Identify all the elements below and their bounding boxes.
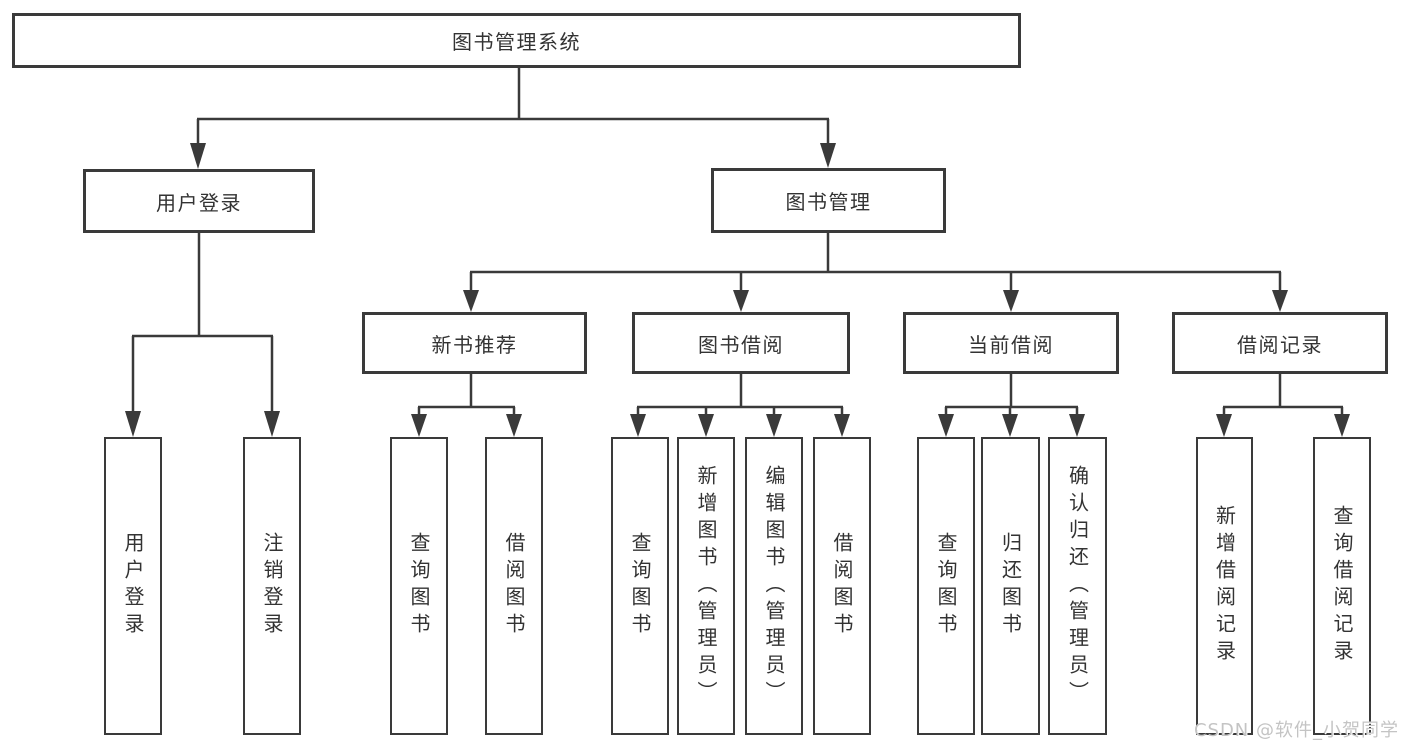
leaf-label: 归还图书 bbox=[998, 532, 1023, 640]
node-new-book-recommendation: 新书推荐 bbox=[362, 312, 587, 374]
leaf-borrowing-edit-books-admin: 编辑图书（管理员） bbox=[745, 437, 803, 735]
leaf-records-query-record: 查询借阅记录 bbox=[1313, 437, 1371, 735]
node-book-borrowing: 图书借阅 bbox=[632, 312, 850, 374]
leaf-user-login: 用户登录 bbox=[104, 437, 162, 735]
leaf-current-confirm-return-admin: 确认归还（管理员） bbox=[1048, 437, 1107, 735]
leaf-borrowing-add-books-admin: 新增图书（管理员） bbox=[677, 437, 735, 735]
leaf-current-return-books: 归还图书 bbox=[981, 437, 1040, 735]
node-book-management: 图书管理 bbox=[711, 168, 946, 233]
node-borrow-records: 借阅记录 bbox=[1172, 312, 1388, 374]
leaf-current-query-books: 查询图书 bbox=[917, 437, 975, 735]
leaf-label: 新增图书（管理员） bbox=[694, 464, 718, 708]
leaf-label: 注销登录 bbox=[260, 532, 284, 640]
leaf-label: 查询借阅记录 bbox=[1330, 505, 1354, 667]
csdn-watermark: CSDN @软件_小贺同学 bbox=[1193, 720, 1399, 741]
node-user-login: 用户登录 bbox=[83, 169, 315, 233]
leaf-records-add-record: 新增借阅记录 bbox=[1196, 437, 1253, 735]
leaf-logout: 注销登录 bbox=[243, 437, 301, 735]
node-current-borrowing: 当前借阅 bbox=[903, 312, 1119, 374]
leaf-label: 借阅图书 bbox=[502, 532, 526, 640]
leaf-label: 查询图书 bbox=[628, 532, 652, 640]
leaf-label: 新增借阅记录 bbox=[1212, 505, 1237, 667]
leaf-label: 借阅图书 bbox=[830, 532, 854, 640]
leaf-label: 查询图书 bbox=[934, 532, 958, 640]
node-library-management-system: 图书管理系统 bbox=[12, 13, 1021, 68]
leaf-label: 编辑图书（管理员） bbox=[762, 464, 786, 708]
leaf-label: 查询图书 bbox=[407, 532, 431, 640]
leaf-label: 用户登录 bbox=[121, 532, 145, 640]
leaf-label: 确认归还（管理员） bbox=[1065, 464, 1090, 708]
leaf-recommend-query-books: 查询图书 bbox=[390, 437, 448, 735]
leaf-recommend-borrow-books: 借阅图书 bbox=[485, 437, 543, 735]
leaf-borrowing-borrow-books: 借阅图书 bbox=[813, 437, 871, 735]
leaf-borrowing-query-books: 查询图书 bbox=[611, 437, 669, 735]
